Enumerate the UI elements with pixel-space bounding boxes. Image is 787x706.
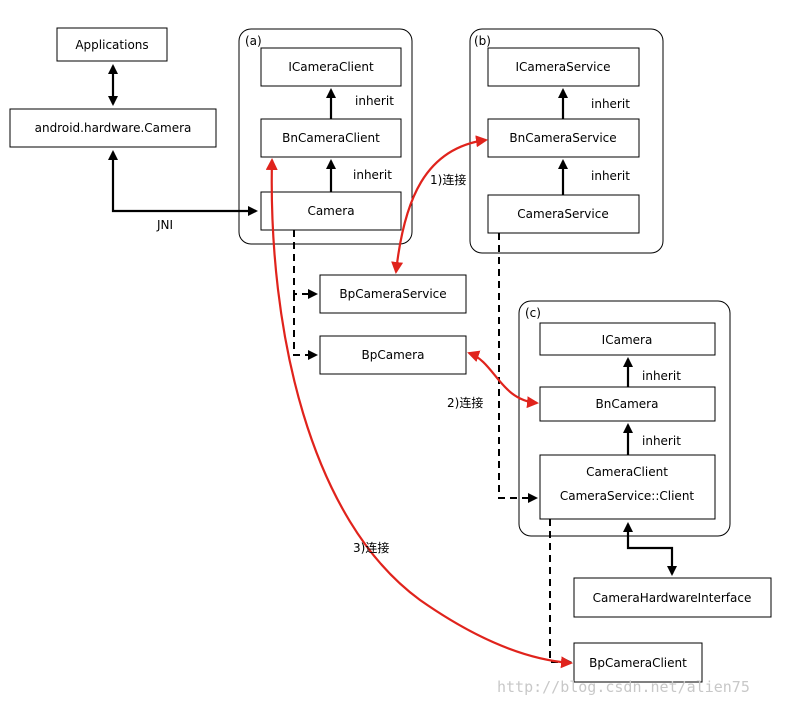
cameraclient-label-line1: CameraClient — [586, 465, 668, 479]
inherit-label-b2: inherit — [591, 169, 630, 183]
bncameraservice-label: BnCameraService — [509, 131, 616, 145]
watermark: http://blog.csdn.net/alien75 — [497, 678, 750, 696]
group-b-label: (b) — [474, 34, 491, 48]
connection-1-label: 1)连接 — [430, 172, 466, 187]
connection-3-arrow — [265, 158, 573, 669]
camera-to-bpcamera-dashed — [293, 294, 318, 360]
group-a-label: (a) — [245, 34, 262, 48]
icameraclient-box — [260, 47, 402, 87]
hw-interface-box — [573, 577, 772, 618]
hw-interface-label: CameraHardwareInterface — [593, 591, 752, 605]
hw-interface-arrow — [623, 522, 677, 576]
applications-label: Applications — [75, 38, 148, 52]
icameraservice-box — [487, 47, 640, 87]
inherit-label-b1: inherit — [591, 97, 630, 111]
icameraclient-label: ICameraClient — [288, 60, 374, 74]
client-to-bpcameraclient-dashed — [549, 519, 572, 667]
group-c-label: (c) — [525, 306, 541, 320]
icameraservice-label: ICameraService — [516, 60, 611, 74]
icamera-label: ICamera — [602, 333, 653, 347]
cameraclient-label-line2: CameraService::Client — [560, 489, 695, 503]
inherit-label-c1: inherit — [642, 369, 681, 383]
bncameraclient-label: BnCameraClient — [282, 131, 380, 145]
connection-2-label: 2)连接 — [447, 395, 483, 410]
jni-label: JNI — [156, 218, 173, 232]
android-camera-label: android.hardware.Camera — [35, 121, 192, 135]
inherit-label-a1: inherit — [355, 94, 394, 108]
bncamera-label: BnCamera — [596, 397, 659, 411]
bpcameraservice-label: BpCameraService — [339, 287, 446, 301]
bncameraclient-box — [260, 118, 402, 158]
camera-label: Camera — [307, 204, 354, 218]
android-camera-box — [9, 108, 217, 148]
cameraservice-label: CameraService — [517, 207, 608, 221]
inherit-label-a2: inherit — [353, 168, 392, 182]
bpcameraclient-label: BpCameraClient — [589, 656, 687, 670]
jni-arrow — [108, 150, 258, 216]
connection-3-label: 3)连接 — [353, 540, 389, 555]
bpcamera-label: BpCamera — [362, 348, 425, 362]
applications-box — [56, 27, 168, 62]
bpcameraclient-box — [573, 642, 703, 683]
inherit-label-c2: inherit — [642, 434, 681, 448]
